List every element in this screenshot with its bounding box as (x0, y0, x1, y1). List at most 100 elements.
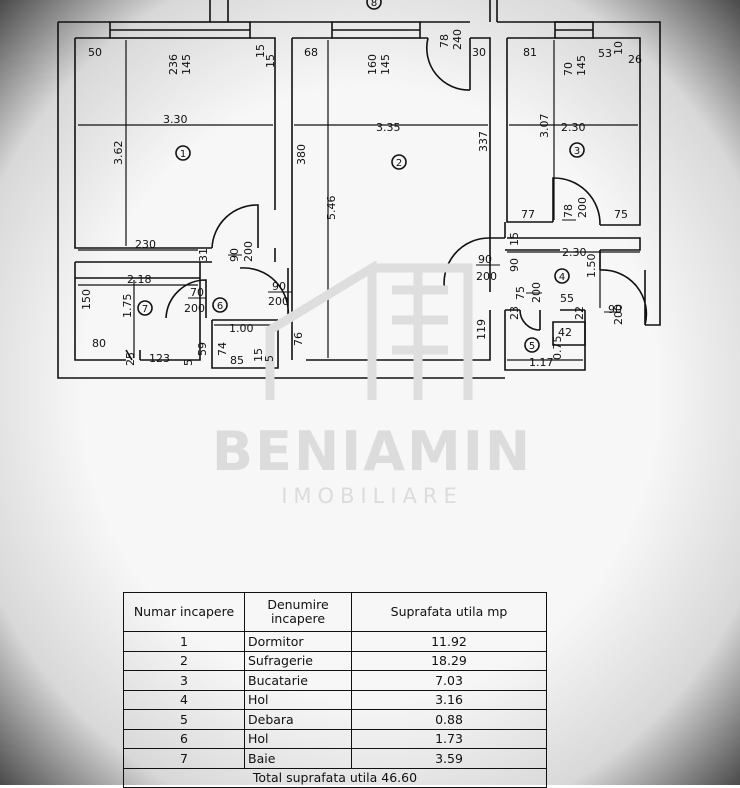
dim-label: 50 (88, 46, 102, 59)
bath-detail (125, 349, 141, 361)
dim-label: 1.17 (529, 356, 554, 369)
room-3-walls (506, 37, 641, 226)
cell-name: Hol (244, 728, 352, 749)
cell-name: Debara (244, 709, 352, 730)
table-header-row: Numar incapere Denumire incapere Suprafa… (123, 592, 547, 632)
cell-nr: 5 (123, 709, 245, 730)
dim-label: 70 (190, 286, 204, 299)
door-fraction-bars (188, 219, 620, 313)
corridor-wall (209, 0, 498, 22)
dim-label-v: 23 (508, 306, 521, 320)
dim-label: 68 (304, 46, 318, 59)
cell-area: 0.88 (351, 709, 547, 730)
cell-area: 18.29 (351, 650, 547, 671)
room-number-6: 6 (217, 301, 223, 312)
dim-label-v: 0.75 (551, 336, 564, 361)
dim-label-v: 76 (292, 332, 305, 346)
dim-label: 200 (476, 270, 497, 283)
dim-label: 30 (472, 46, 486, 59)
room-area-table: Numar incapere Denumire incapere Suprafa… (123, 592, 547, 788)
dim-label: 90 (608, 303, 622, 316)
watermark-building-icon (265, 259, 473, 400)
dim-label: 81 (523, 46, 537, 59)
dim-label-v: 5 (263, 355, 276, 362)
room-circle-6 (212, 297, 228, 313)
closet-5-door (519, 309, 541, 331)
watermark-brand: BENIAMIN (212, 420, 532, 483)
dim-label: 230 (135, 238, 156, 251)
dim-label-v: 3.07 (538, 114, 551, 139)
outer-wall-left (57, 22, 290, 379)
room-number-8: 8 (371, 0, 377, 9)
dim-label-v: 1.75 (121, 294, 134, 319)
dim-label-v: 90 (508, 258, 521, 272)
cell-name: Baie (244, 748, 352, 769)
hall-4-walls (490, 222, 641, 251)
dim-label: 1.00 (229, 322, 254, 335)
dim-label: 90 (272, 280, 286, 293)
dim-label-v: 22 (573, 306, 586, 320)
dim-label-v: 25 (124, 352, 137, 366)
header-area: Suprafata utila mp (351, 592, 547, 632)
cell-name: Dormitor (244, 631, 352, 652)
total-label: Total suprafata utila (252, 770, 378, 786)
room-circle-8 (366, 0, 382, 10)
dim-label: 200 (268, 295, 289, 308)
dim-label: 77 (521, 208, 535, 221)
watermark: BENIAMIN IMOBILIARE (212, 259, 532, 508)
floor-plan-drawing: BENIAMIN IMOBILIARE 8 1 2 3 4 5 6 7 50 3… (57, 0, 661, 508)
dim-label-v: 337 (477, 131, 490, 152)
dim-lines-hall-4 (507, 251, 640, 308)
watermark-subtitle: IMOBILIARE (281, 484, 463, 508)
dim-label-v: 119 (475, 319, 488, 340)
cell-area: 3.16 (351, 689, 547, 710)
dim-label-v: 15 (508, 232, 521, 246)
dim-label-v: 1.50 (585, 254, 598, 279)
cell-area: 11.92 (351, 631, 547, 652)
dim-label-v: 78 (562, 204, 575, 218)
dim-label-v: 150 (80, 289, 93, 310)
dim-label-v: 15 (264, 54, 277, 68)
dim-lines-room-3 (509, 40, 638, 220)
dim-label-v: 145 (180, 54, 193, 75)
dim-label-v: 240 (451, 29, 464, 50)
dim-label-v: 90 (228, 248, 241, 262)
cell-name: Sufragerie (244, 650, 352, 671)
room-number-3: 3 (574, 146, 580, 157)
dim-label-v: 59 (196, 342, 209, 356)
cell-area: 3.59 (351, 748, 547, 769)
dim-label-v: 70 (562, 62, 575, 76)
total-value: 46.60 (381, 770, 418, 786)
dim-label: 3.30 (163, 113, 188, 126)
dim-label: 85 (230, 354, 244, 367)
door-bath-7 (165, 279, 207, 319)
dim-label-v: 200 (576, 197, 589, 218)
dim-label: 2.18 (127, 273, 152, 286)
dim-label: 200 (184, 302, 205, 315)
dimension-labels: 50 3.30 230 68 30 3.35 81 53 26 2.30 77 … (88, 46, 642, 369)
dim-label: 3.35 (376, 121, 401, 134)
room-3-door (552, 177, 601, 226)
room-circle-4 (554, 268, 570, 284)
room-circle-7 (137, 300, 153, 316)
dim-label-v: 5 (182, 359, 195, 366)
dim-label: 123 (149, 352, 170, 365)
cell-nr: 3 (123, 670, 245, 691)
wc-walls (211, 319, 279, 369)
dim-label-v: 145 (379, 54, 392, 75)
cell-nr: 4 (123, 689, 245, 710)
dim-label-v: 10 (612, 41, 625, 55)
dim-label: 75 (614, 208, 628, 221)
dim-label-v: 145 (575, 55, 588, 76)
cell-nr: 2 (123, 650, 245, 671)
room-circle-5 (524, 337, 540, 353)
closet-5-shelf (552, 321, 586, 346)
